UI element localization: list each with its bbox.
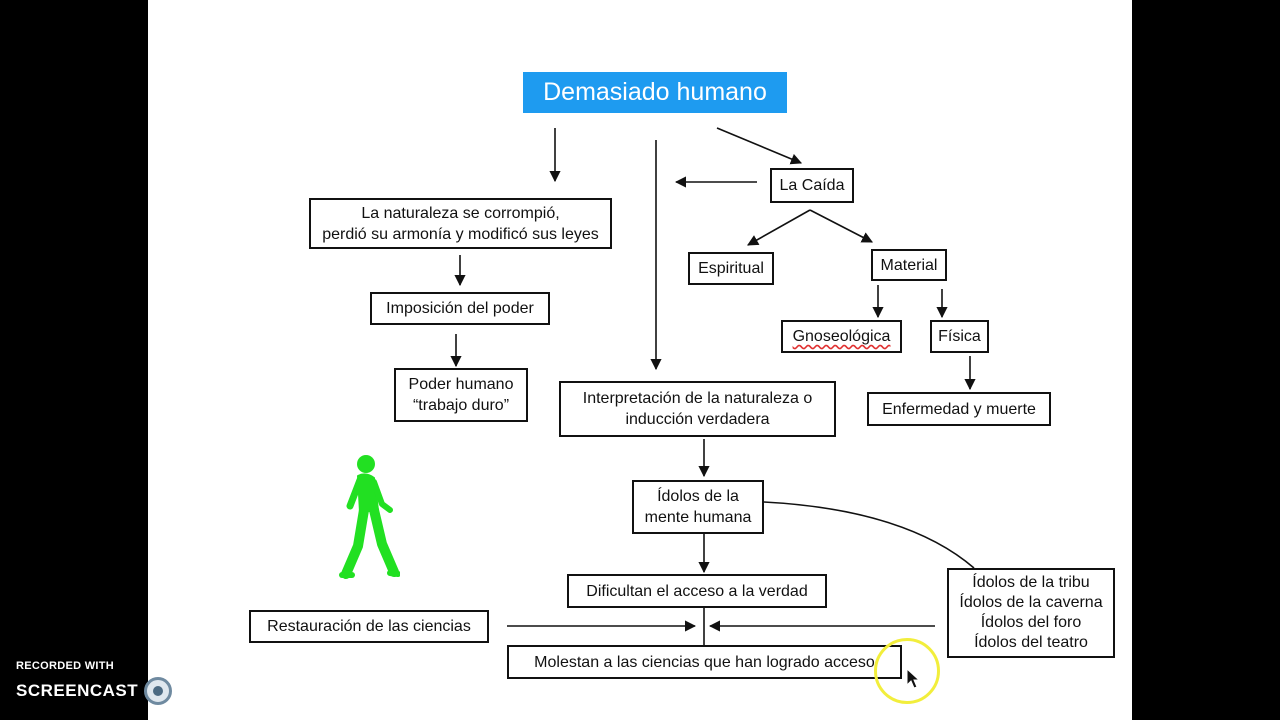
- watermark-recorded-with: RECORDED WITH: [16, 660, 115, 672]
- idolo-caverna: Ídolos de la caverna: [959, 594, 1103, 611]
- node-naturaleza: La naturaleza se corrompió, perdió su ar…: [309, 198, 612, 249]
- node-naturaleza-line1: La naturaleza se corrompió,: [361, 204, 560, 222]
- idolo-teatro: Ídolos del teatro: [974, 634, 1088, 651]
- node-idolos-line1: Ídolos de la: [657, 488, 739, 505]
- node-gnoseologica-label: Gnoseológica: [792, 328, 891, 345]
- page-title: Demasiado humano: [523, 72, 787, 113]
- walking-person-icon: [339, 455, 400, 579]
- node-fisica: Física: [930, 320, 989, 353]
- node-imposicion: Imposición del poder: [370, 292, 550, 325]
- node-idolos-line2: mente humana: [644, 509, 752, 526]
- node-poder-humano: Poder humano “trabajo duro”: [394, 368, 528, 422]
- node-material: Material: [871, 249, 947, 281]
- node-naturaleza-line2: perdió su armonía y modificó sus leyes: [322, 225, 599, 243]
- watermark-brand-right: MATIC: [178, 681, 234, 700]
- node-restauracion: Restauración de las ciencias: [249, 610, 489, 643]
- node-interpretacion-line1: Interpretación de la naturaleza o: [582, 390, 813, 407]
- node-espiritual: Espiritual: [688, 252, 774, 285]
- idolo-tribu: Ídolos de la tribu: [972, 574, 1090, 591]
- node-idolos-mente: Ídolos de la mente humana: [632, 480, 764, 534]
- arrow-caida-material: [809, 209, 873, 243]
- curve-idolos-tipos: [763, 501, 975, 569]
- screencast-watermark: RECORDED WITH SCREENCAST MATIC: [16, 660, 233, 705]
- watermark-brand: SCREENCAST MATIC: [16, 677, 233, 705]
- arrow-title-caida: [716, 127, 803, 165]
- node-interpretacion-line2: inducción verdadera: [625, 411, 770, 428]
- node-idolos-tipos: Ídolos de la tribu Ídolos de la caverna …: [947, 568, 1115, 658]
- screencast-logo-icon: [144, 677, 173, 705]
- cursor-highlight-ring: [874, 638, 940, 704]
- node-la-caida: La Caída: [770, 168, 854, 203]
- node-dificultan: Dificultan el acceso a la verdad: [567, 574, 827, 608]
- node-poder-line2: “trabajo duro”: [412, 397, 510, 414]
- node-enfermedad-muerte: Enfermedad y muerte: [867, 392, 1051, 426]
- watermark-brand-left: SCREENCAST: [16, 681, 139, 700]
- node-molestan: Molestan a las ciencias que han logrado …: [507, 645, 902, 679]
- node-poder-line1: Poder humano: [408, 376, 514, 393]
- arrow-caida-espiritual: [747, 209, 811, 246]
- idolo-foro: Ídolos del foro: [980, 614, 1082, 631]
- mouse-cursor-icon: [906, 668, 920, 689]
- node-gnoseologica: Gnoseológica: [781, 320, 902, 353]
- node-interpretacion: Interpretación de la naturaleza o inducc…: [559, 381, 836, 437]
